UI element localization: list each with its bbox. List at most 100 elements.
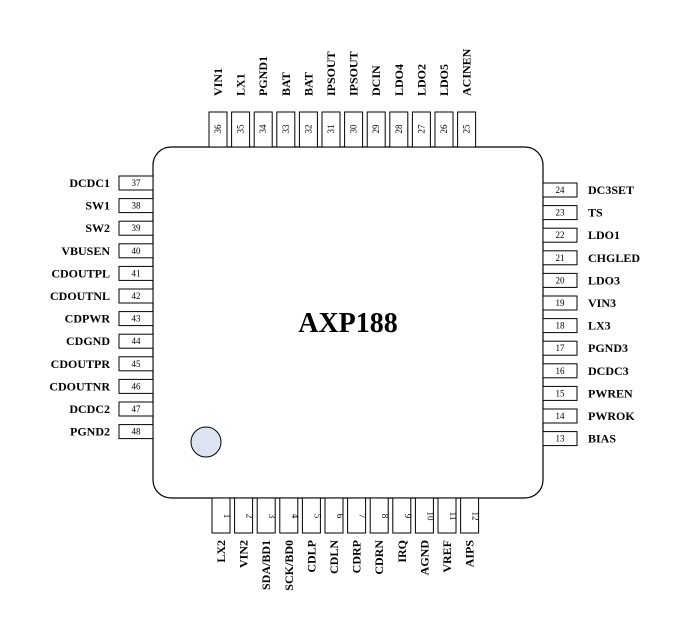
pin-box	[118, 198, 154, 214]
pin-number: 6	[335, 514, 345, 519]
pin-label: DC3SET	[588, 183, 634, 197]
pin-number: 2	[245, 514, 255, 519]
pin-box	[411, 111, 431, 148]
pin-box	[118, 333, 154, 349]
pin-label: LX3	[588, 319, 611, 333]
pin-number: 45	[132, 359, 142, 369]
pin-top-28: 28 LDO4	[389, 64, 409, 148]
pin-box	[208, 111, 228, 148]
pin-number: 38	[132, 201, 142, 211]
chip-name: AXP188	[298, 308, 398, 339]
pin-number: 40	[132, 246, 142, 256]
pin-label: DCIN	[369, 65, 383, 96]
pin-label: LDO1	[588, 228, 620, 242]
pin-number: 23	[556, 208, 566, 218]
pin-label: SW2	[85, 221, 110, 235]
pin-right-22: 22 LDO1	[542, 227, 620, 243]
pin-number: 21	[556, 253, 565, 263]
pin-label: IPSOUT	[347, 51, 361, 96]
pin-box	[392, 497, 412, 534]
pin-box	[542, 182, 578, 198]
pin-box	[298, 111, 318, 148]
pin-number: 1	[222, 514, 232, 519]
pin-box	[347, 497, 367, 534]
pin-top-29: 29 DCIN	[366, 65, 386, 148]
pin-label: CDOUTNR	[49, 379, 110, 393]
pin-label: LDO4	[392, 64, 406, 96]
pin-label: IRQ	[395, 540, 409, 563]
pin-box	[369, 497, 389, 534]
pin-number: 33	[281, 124, 291, 134]
pin-label: CDLP	[304, 540, 318, 573]
pin-label: VIN3	[588, 296, 616, 310]
pin-label: SDA/BD1	[259, 540, 273, 590]
pin-number: 32	[303, 125, 313, 134]
pin-label: CDOUTPL	[51, 266, 110, 280]
pin-number: 43	[132, 314, 142, 324]
pin-box	[542, 363, 578, 379]
pin-label: CDGND	[66, 334, 110, 348]
pin-box	[231, 111, 251, 148]
pin-box	[389, 111, 409, 148]
pin-box	[118, 243, 154, 259]
pin-label: LX1	[234, 73, 248, 96]
pin-box	[542, 318, 578, 334]
pin-number: 22	[556, 230, 565, 240]
pin-number: 15	[556, 388, 566, 398]
pin-number: 18	[556, 321, 566, 331]
pin-number: 24	[556, 185, 566, 195]
pin-number: 46	[132, 381, 142, 391]
pin-number: 27	[416, 124, 426, 134]
pin-top-36: 36 VIN1	[208, 68, 228, 148]
pin-number: 5	[312, 514, 322, 519]
left-pin-row: 37DCDC138SW139SW240VBUSEN41CDOUTPL42CDOU…	[49, 175, 154, 440]
pin-right-24: 24 DC3SET	[542, 182, 634, 198]
pin-number: 29	[371, 124, 381, 134]
pin-label: VBUSEN	[61, 244, 110, 258]
pin-number: 36	[213, 124, 223, 134]
pin-box	[279, 497, 299, 534]
pin-label: PGND3	[588, 341, 628, 355]
pin-label: ACINEN	[460, 48, 474, 96]
pin-label: DCDC2	[69, 402, 110, 416]
pin-box	[457, 111, 477, 148]
pin-box	[234, 497, 254, 534]
pin-label: LDO2	[414, 64, 428, 96]
pin-number: 31	[326, 125, 336, 134]
pin-label: VIN1	[211, 68, 225, 96]
pin-number: 17	[556, 343, 566, 353]
pin-right-15: 15 PWREN	[542, 385, 633, 401]
pin-label: AGND	[417, 540, 431, 576]
pin-number: 48	[132, 427, 142, 437]
pin-number: 41	[132, 268, 141, 278]
pin1-marker	[190, 426, 222, 458]
pin-box	[118, 311, 154, 327]
pin-right-18: 18 LX3	[542, 318, 611, 334]
pin-left-41: 41 CDOUTPL	[51, 265, 154, 281]
pin-label: IPSOUT	[324, 51, 338, 96]
pin-right-17: 17 PGND3	[542, 340, 628, 356]
pin-label: PGND1	[256, 56, 270, 96]
pin-label: PWREN	[588, 386, 633, 400]
pin-number: 28	[394, 124, 404, 134]
pin-label: AIPS	[463, 540, 477, 568]
pin-box	[321, 111, 341, 148]
